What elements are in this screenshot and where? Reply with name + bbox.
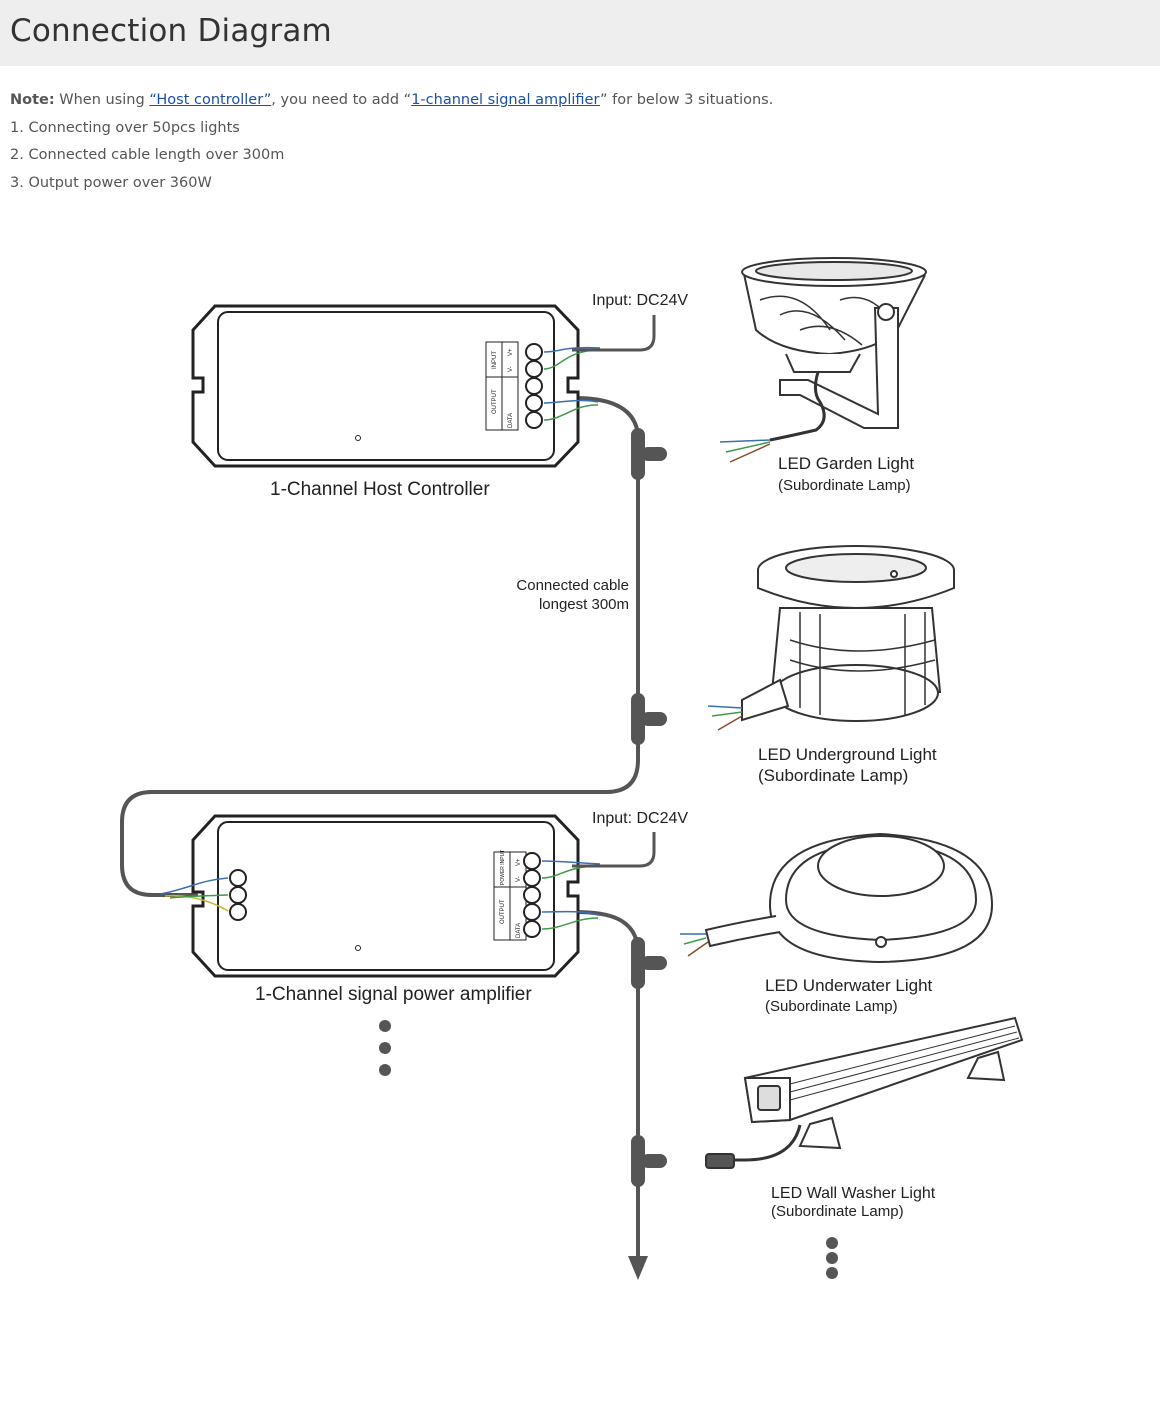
host-controller-link[interactable]: “Host controller” bbox=[149, 92, 272, 108]
signal-power-amplifier: POWER INPUT OUTPUT DATA V+ V- Input: DC2… bbox=[159, 810, 688, 1005]
amp-input-label: Input: DC24V bbox=[592, 810, 688, 827]
situation-item-1: 1. Connecting over 50pcs lights bbox=[10, 119, 240, 136]
situation-item-2: 2. Connected cable length over 300m bbox=[10, 147, 285, 163]
situation-item-3: 3. Output power over 360W bbox=[10, 174, 212, 191]
t-connector bbox=[631, 1135, 667, 1187]
t-connector bbox=[631, 693, 667, 745]
wall-washer-name: LED Wall Washer Light bbox=[771, 1185, 936, 1202]
page-title: Connection Diagram bbox=[10, 13, 332, 49]
led-underground-light bbox=[707, 545, 955, 731]
more-devices-dots bbox=[379, 1020, 391, 1076]
host-pin-vminus: V- bbox=[508, 366, 514, 372]
underground-light-sub: (Subordinate Lamp) bbox=[758, 766, 908, 785]
underground-light-name: LED Underground Light bbox=[758, 745, 937, 764]
led-wall-washer-light bbox=[705, 1016, 1024, 1169]
host-input-label: Input: DC24V bbox=[592, 292, 688, 309]
note-section: Note: When using “Host controller”, you … bbox=[10, 88, 773, 198]
led-underwater-light bbox=[680, 832, 994, 964]
underwater-light-sub: (Subordinate Lamp) bbox=[765, 998, 898, 1015]
host-terminal-output: OUTPUT bbox=[492, 389, 498, 414]
amp-terminal-output: OUTPUT bbox=[500, 899, 506, 924]
note-text-2: , you need to add “ bbox=[271, 92, 412, 108]
page-header: Connection Diagram bbox=[0, 0, 1160, 66]
note-text-3: ” for below 3 situations. bbox=[600, 92, 774, 108]
note-line: Note: When using “Host controller”, you … bbox=[10, 88, 773, 116]
cable-length-line1: Connected cable bbox=[516, 577, 629, 594]
t-connector bbox=[631, 428, 667, 480]
host-terminal-data: DATA bbox=[508, 413, 514, 428]
note-text-1: When using bbox=[54, 92, 150, 108]
note-label: Note: bbox=[10, 92, 55, 108]
wall-washer-sub: (Subordinate Lamp) bbox=[771, 1203, 904, 1220]
amp-pin-vplus: V+ bbox=[516, 858, 522, 866]
signal-amplifier-link[interactable]: 1-channel signal amplifier bbox=[411, 92, 601, 108]
cable-length-line2: longest 300m bbox=[539, 596, 629, 613]
amp-terminal-power: POWER INPUT bbox=[500, 850, 506, 885]
cable-arrow bbox=[628, 1256, 648, 1280]
host-pin-vplus: V+ bbox=[508, 348, 514, 356]
amp-pin-vminus: V- bbox=[516, 876, 522, 882]
more-lamps-dots bbox=[826, 1237, 838, 1279]
t-connector bbox=[631, 937, 667, 989]
led-garden-light bbox=[719, 257, 927, 463]
underwater-light-name: LED Underwater Light bbox=[765, 976, 933, 995]
host-controller-label: 1-Channel Host Controller bbox=[270, 479, 490, 500]
host-controller: INPUT OUTPUT DATA V+ V- Input: DC24V 1-C… bbox=[191, 292, 688, 500]
host-terminal-input: INPUT bbox=[492, 351, 498, 369]
garden-light-sub: (Subordinate Lamp) bbox=[778, 477, 911, 494]
amp-terminal-data: DATA bbox=[516, 923, 522, 938]
garden-light-name: LED Garden Light bbox=[778, 454, 914, 473]
amplifier-label: 1-Channel signal power amplifier bbox=[255, 984, 532, 1005]
